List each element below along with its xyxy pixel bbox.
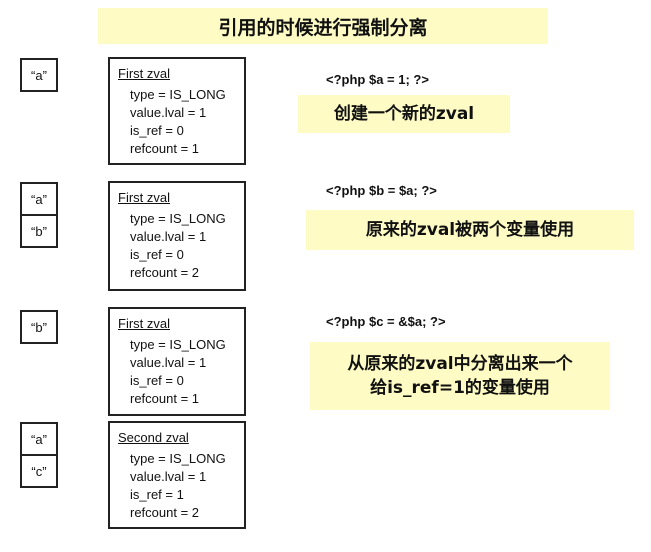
zval-box-first: First zval type = IS_LONG value.lval = 1… <box>108 307 246 416</box>
zval-type: type = IS_LONG <box>130 211 226 226</box>
annotation-note: 原来的zval被两个变量使用 <box>306 210 634 250</box>
variable-box-a: “a” <box>31 431 47 447</box>
php-code-line: <?php $b = $a; ?> <box>326 183 437 198</box>
zval-name: Second zval <box>118 430 189 445</box>
zval-refcount: refcount = 2 <box>130 265 200 280</box>
variable-box-a: “a” <box>31 191 47 207</box>
zval-is-ref: is_ref = 0 <box>130 373 184 388</box>
zval-box-second: Second zval type = IS_LONG value.lval = … <box>108 421 246 529</box>
page-title: 引用的时候进行强制分离 <box>98 8 548 44</box>
variable-box-b: “b” <box>20 310 58 344</box>
zval-is-ref: is_ref = 0 <box>130 123 184 138</box>
zval-refcount: refcount = 2 <box>130 505 200 520</box>
zval-type: type = IS_LONG <box>130 451 226 466</box>
zval-box-first: First zval type = IS_LONG value.lval = 1… <box>108 57 246 165</box>
zval-is-ref: is_ref = 0 <box>130 247 184 262</box>
php-code-line: <?php $c = &$a; ?> <box>326 314 446 329</box>
zval-value: value.lval = 1 <box>130 469 207 484</box>
variable-box-b: “b” <box>22 214 56 246</box>
zval-value: value.lval = 1 <box>130 105 207 120</box>
zval-is-ref: is_ref = 1 <box>130 487 184 502</box>
zval-name: First zval <box>118 316 170 331</box>
variable-box-a: “a” <box>20 58 58 92</box>
zval-type: type = IS_LONG <box>130 87 226 102</box>
zval-value: value.lval = 1 <box>130 229 207 244</box>
annotation-note: 从原来的zval中分离出来一个 给is_ref=1的变量使用 <box>310 342 610 410</box>
variable-group: “a” “c” <box>20 422 58 488</box>
php-code-line: <?php $a = 1; ?> <box>326 72 429 87</box>
zval-type: type = IS_LONG <box>130 337 226 352</box>
annotation-note: 创建一个新的zval <box>298 95 510 133</box>
zval-refcount: refcount = 1 <box>130 391 200 406</box>
zval-value: value.lval = 1 <box>130 355 207 370</box>
zval-box-first: First zval type = IS_LONG value.lval = 1… <box>108 181 246 291</box>
zval-name: First zval <box>118 190 170 205</box>
variable-group: “a” “b” <box>20 182 58 248</box>
annotation-note-line: 给is_ref=1的变量使用 <box>370 378 550 398</box>
zval-name: First zval <box>118 66 170 81</box>
variable-box-c: “c” <box>22 454 56 486</box>
annotation-note-line: 从原来的zval中分离出来一个 <box>347 354 573 374</box>
zval-refcount: refcount = 1 <box>130 141 200 156</box>
